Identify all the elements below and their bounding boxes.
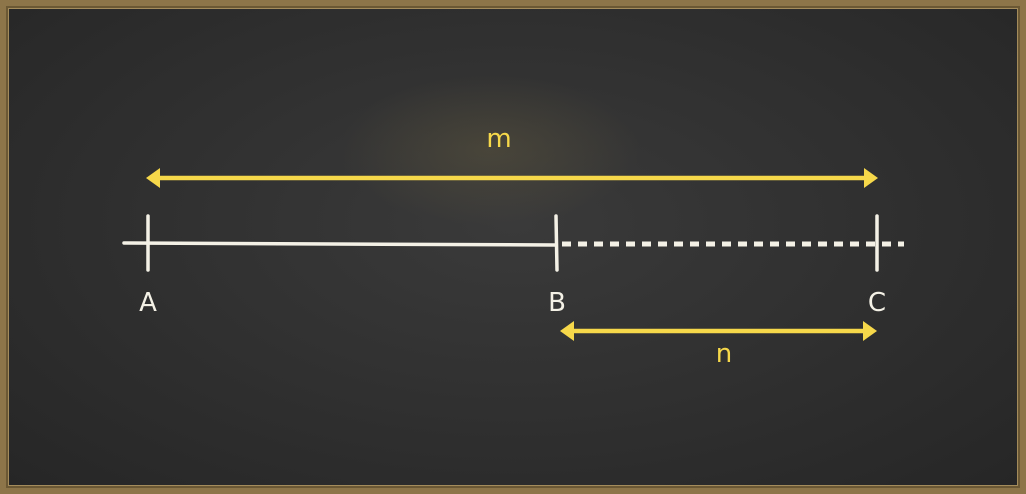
point-label-b: B <box>548 288 566 318</box>
arrow-m <box>146 168 878 188</box>
line-diagram: m A B C n <box>122 75 904 369</box>
point-label-c: C <box>868 288 886 318</box>
measure-label-n: n <box>716 339 732 369</box>
tick-b <box>554 214 559 272</box>
arrow-n <box>560 321 877 341</box>
point-label-a: A <box>139 288 157 318</box>
highlight-glow <box>340 75 640 225</box>
segment-ab <box>122 241 558 247</box>
measure-label-m: m <box>486 124 511 154</box>
